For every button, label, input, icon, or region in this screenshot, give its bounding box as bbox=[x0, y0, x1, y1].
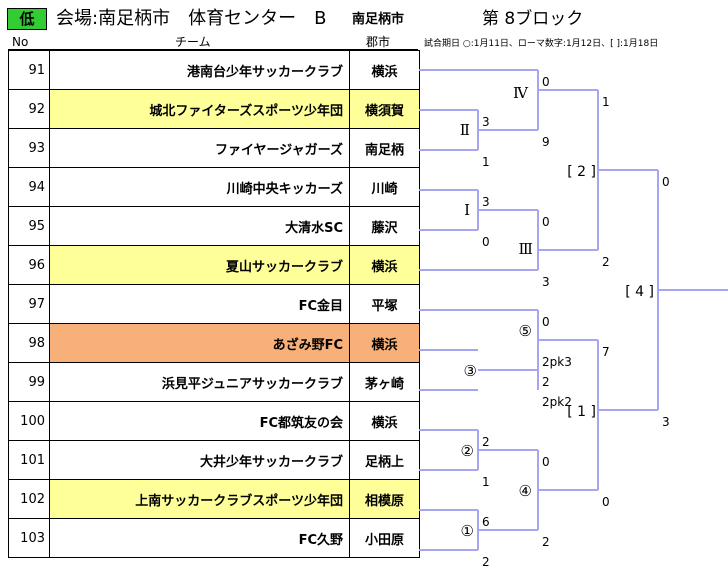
score-bottom: 1 bbox=[482, 155, 490, 169]
team-city: 横浜 bbox=[349, 323, 420, 363]
match-label: ⑤ bbox=[519, 322, 532, 340]
team-name: 城北ファイターズスポーツ少年団 bbox=[49, 89, 350, 129]
score-bottom: 9 bbox=[542, 135, 550, 149]
score-bottom: 2 bbox=[602, 255, 610, 269]
match-label: Ⅳ bbox=[513, 84, 529, 102]
score-bottom: 0 bbox=[482, 235, 490, 249]
team-name: FC都筑友の会 bbox=[49, 401, 350, 441]
score-bottom: 2 bbox=[542, 375, 550, 389]
header-divider bbox=[8, 49, 418, 50]
team-number: 94 bbox=[8, 167, 50, 207]
team-city: 横浜 bbox=[349, 50, 420, 90]
team-name: 大清水SC bbox=[49, 206, 350, 246]
score-top: 2 bbox=[482, 435, 490, 449]
team-number: 97 bbox=[8, 284, 50, 324]
team-city: 相模原 bbox=[349, 479, 420, 519]
match-label: Ⅲ bbox=[519, 240, 533, 258]
team-city: 藤沢 bbox=[349, 206, 420, 246]
category-badge: 低 bbox=[7, 8, 47, 30]
match-label: ② bbox=[461, 442, 474, 460]
team-name: 上南サッカークラブスポーツ少年団 bbox=[49, 479, 350, 519]
team-name: 大井少年サッカークラブ bbox=[49, 440, 350, 480]
team-number: 98 bbox=[8, 323, 50, 363]
match-label: Ⅰ bbox=[464, 201, 470, 219]
column-header-no: No bbox=[12, 35, 29, 49]
team-city: 川崎 bbox=[349, 167, 420, 207]
team-city: 足柄上 bbox=[349, 440, 420, 480]
score-bottom: 2pk2 bbox=[542, 395, 572, 409]
team-name: 川崎中央キッカーズ bbox=[49, 167, 350, 207]
score-top: 3 bbox=[482, 195, 490, 209]
team-city: 横須賀 bbox=[349, 89, 420, 129]
team-name: FC久野 bbox=[49, 518, 350, 558]
score-top: 1 bbox=[602, 95, 610, 109]
match-label: ③ bbox=[464, 362, 477, 380]
score-bottom: 2 bbox=[482, 555, 490, 569]
team-number: 91 bbox=[8, 50, 50, 90]
score-top: 7 bbox=[602, 345, 610, 359]
venue-city: 南足柄市 bbox=[352, 12, 405, 27]
team-number: 93 bbox=[8, 128, 50, 168]
venue-title: 会場:南足柄市 体育センター B bbox=[56, 8, 327, 29]
score-bottom: 1 bbox=[482, 475, 490, 489]
match-label: [ 2 ] bbox=[567, 164, 596, 180]
match-label: [ 4 ] bbox=[625, 284, 654, 300]
score-top: 0 bbox=[662, 175, 670, 189]
score-top: 2pk3 bbox=[542, 355, 572, 369]
score-bottom: 2 bbox=[542, 535, 550, 549]
team-city: 平塚 bbox=[349, 284, 420, 324]
column-header-team: チーム bbox=[175, 35, 211, 49]
match-label: Ⅱ bbox=[460, 121, 470, 139]
team-name: 夏山サッカークラブ bbox=[49, 245, 350, 285]
schedule-legend: 試合期日 ○:1月11日、ローマ数字:1月12日、[ ]:1月18日 bbox=[424, 39, 659, 49]
team-city: 小田原 bbox=[349, 518, 420, 558]
score-top: 0 bbox=[542, 315, 550, 329]
block-title: 第 8ブロック bbox=[482, 9, 584, 29]
score-bottom: 0 bbox=[602, 495, 610, 509]
score-top: 6 bbox=[482, 515, 490, 529]
match-label: ① bbox=[461, 522, 474, 540]
match-label: ④ bbox=[519, 482, 532, 500]
score-bottom: 3 bbox=[542, 275, 550, 289]
team-number: 102 bbox=[8, 479, 50, 519]
score-bottom: 3 bbox=[662, 415, 670, 429]
score-top: 3 bbox=[482, 115, 490, 129]
column-header-city: 郡市 bbox=[366, 35, 391, 49]
score-top: 0 bbox=[542, 75, 550, 89]
match-label: [ 1 ] bbox=[567, 404, 596, 420]
team-city: 横浜 bbox=[349, 401, 420, 441]
team-number: 92 bbox=[8, 89, 50, 129]
team-number: 95 bbox=[8, 206, 50, 246]
score-top: 0 bbox=[542, 215, 550, 229]
score-top: 0 bbox=[542, 455, 550, 469]
team-name: 港南台少年サッカークラブ bbox=[49, 50, 350, 90]
team-city: 横浜 bbox=[349, 245, 420, 285]
